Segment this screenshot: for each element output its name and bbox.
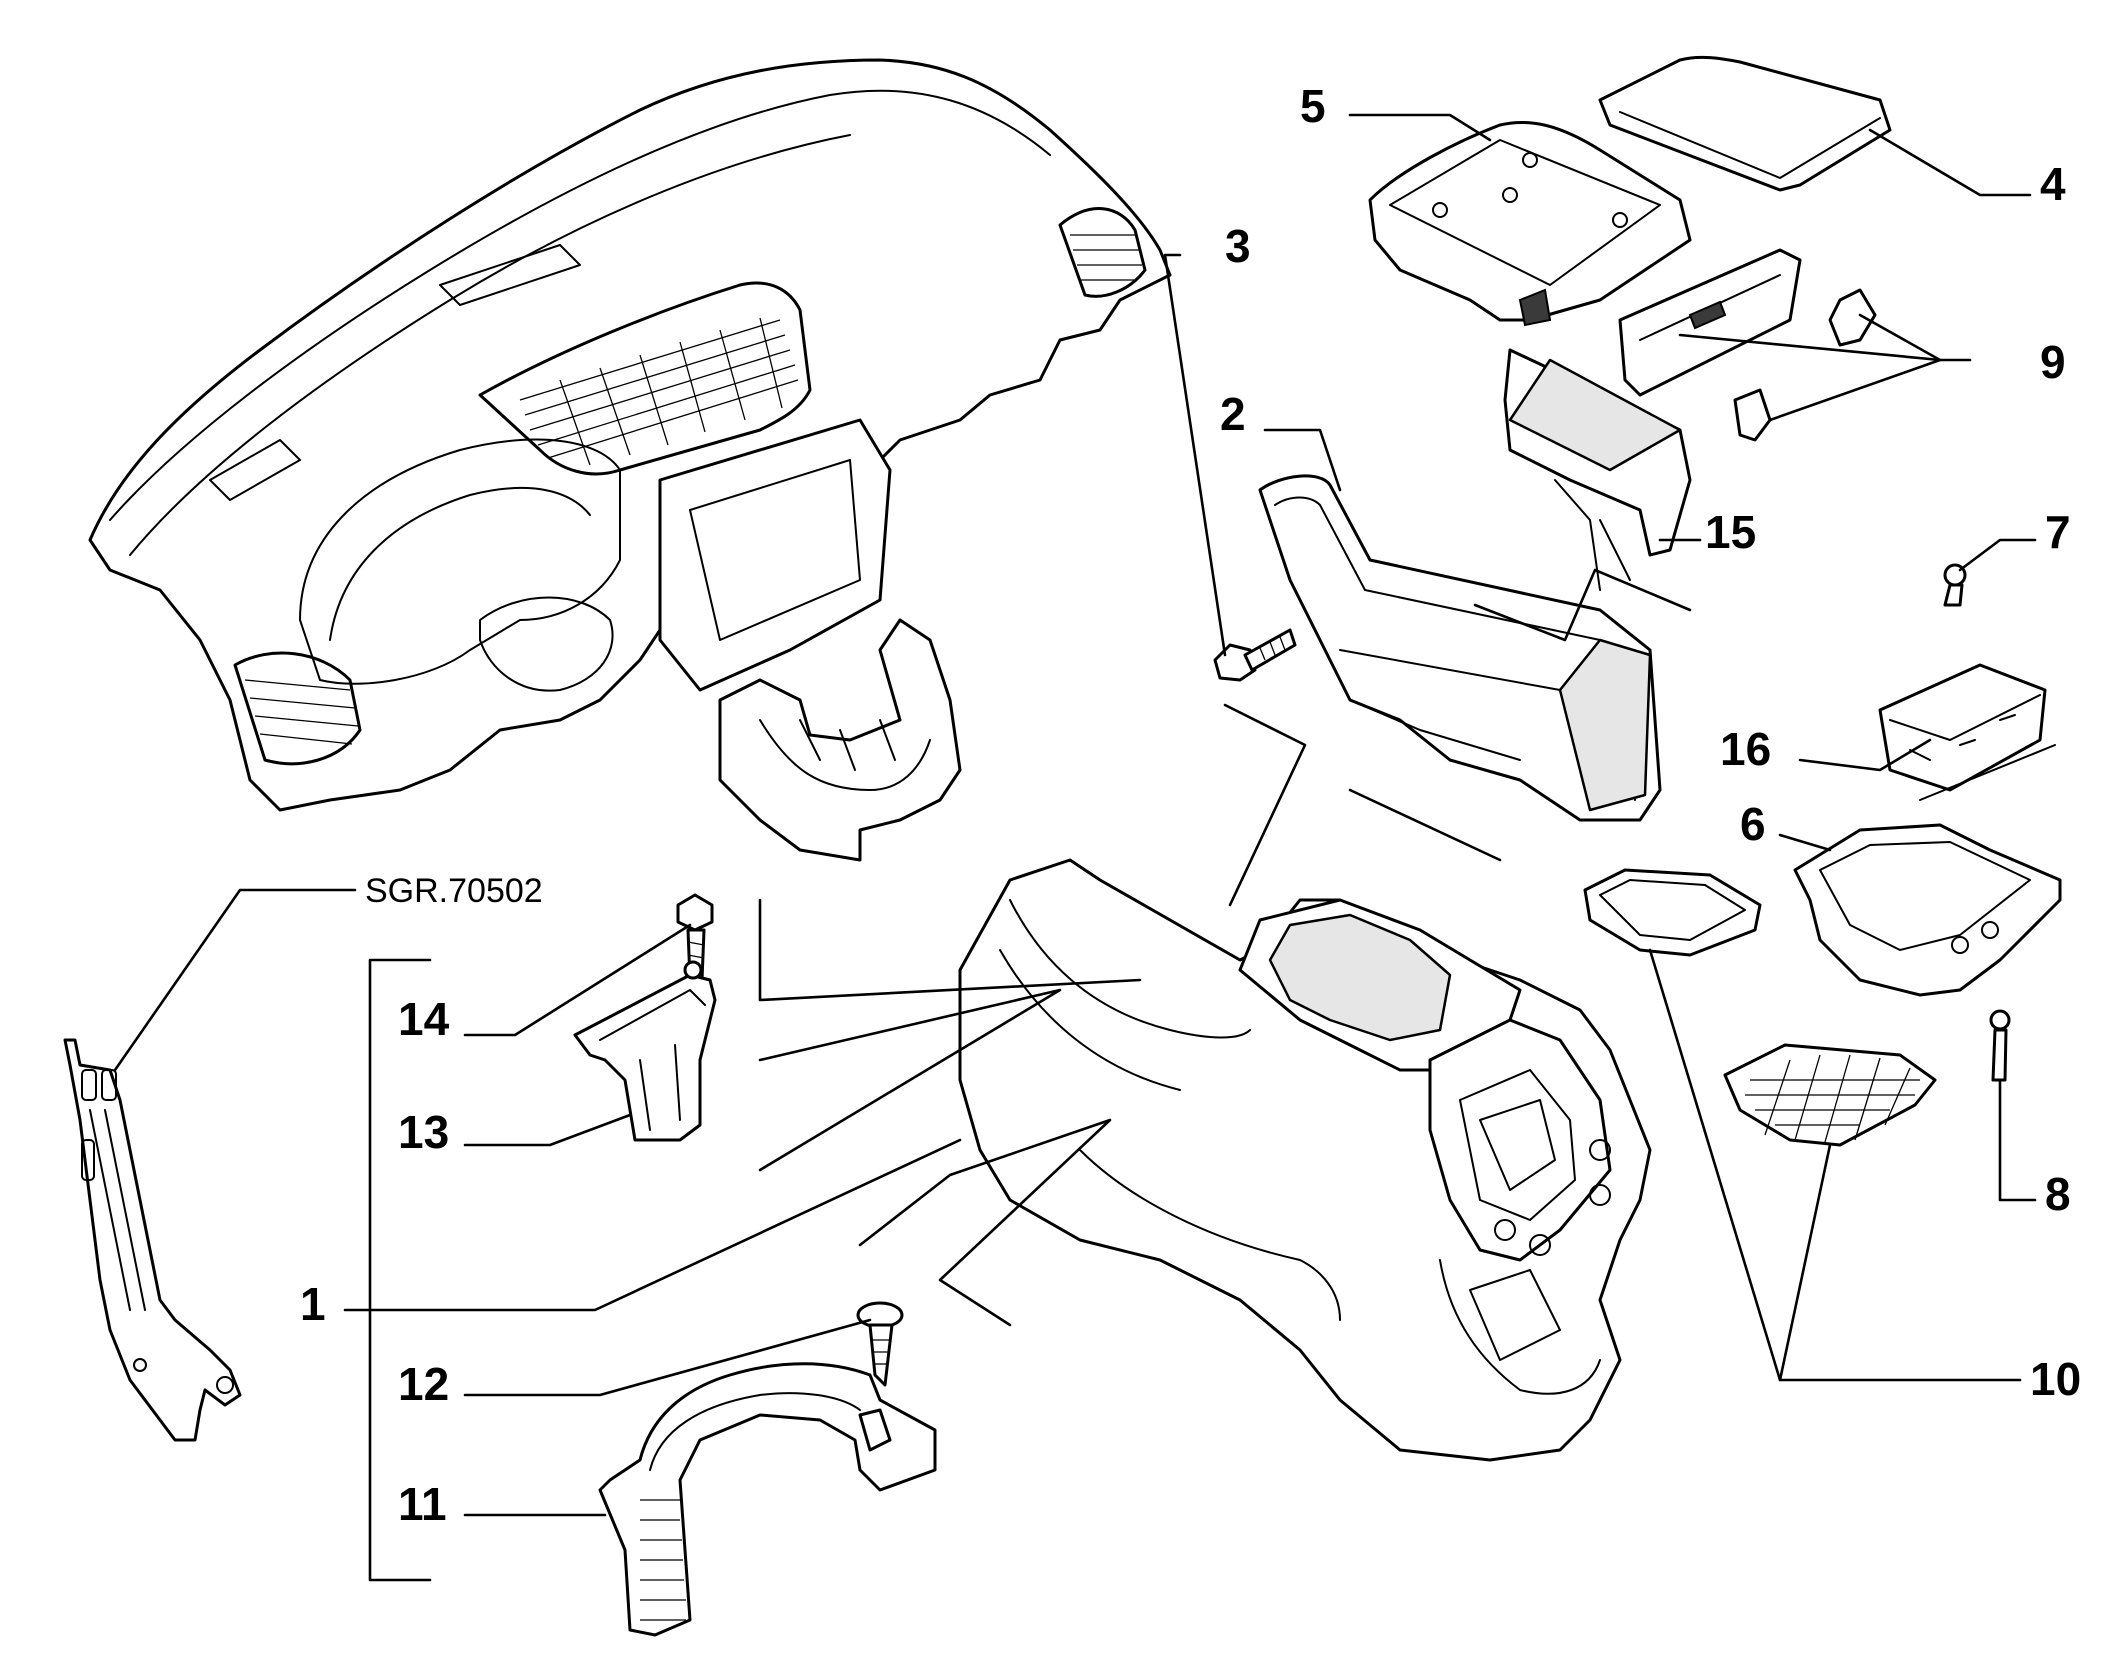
center-console [958, 858, 1652, 1462]
callout-6: 6 [1740, 798, 1766, 850]
hinge-bracket-9 [1618, 248, 1877, 442]
callout-11: 11 [398, 1478, 447, 1530]
callout-15: 15 [1705, 506, 1756, 558]
callout-7: 7 [2045, 506, 2071, 558]
center-tunnel-bracket [718, 618, 962, 862]
rubber-mat-10 [1723, 1043, 1937, 1147]
callout-3: 3 [1225, 220, 1251, 272]
callout-2: 2 [1220, 388, 1246, 440]
callout-12: 12 [398, 1358, 449, 1410]
callout-8: 8 [2045, 1168, 2071, 1220]
screw-8 [1989, 1009, 2011, 1082]
callout-4: 4 [2040, 158, 2066, 210]
bracket-16 [1878, 663, 2056, 801]
channel-11 [598, 1362, 937, 1637]
dashboard-panel [88, 58, 1172, 812]
armrest-lid-5 [1368, 120, 1692, 327]
armrest-pad-4 [1598, 55, 1892, 192]
leader-lines [113, 113, 2037, 1582]
callout-16: 16 [1720, 723, 1771, 775]
reference-sgr: SGR.70502 [365, 872, 543, 910]
cover-15 [1503, 348, 1692, 591]
screw-3 [1213, 628, 1297, 682]
callout-14: 14 [398, 993, 450, 1045]
screw-7 [1943, 563, 1967, 607]
screw-12 [856, 1301, 904, 1387]
callout-13: 13 [398, 1106, 449, 1158]
callout-5: 5 [1300, 80, 1326, 132]
bracket-13 [573, 960, 717, 1142]
support-bracket [63, 1038, 242, 1442]
armrest-storage-bin [1258, 474, 1662, 822]
ashtray-6 [1793, 823, 2062, 997]
callout-9: 9 [2040, 336, 2066, 388]
callout-labels: 5 4 3 9 2 15 7 16 6 SGR.70502 14 13 8 1 … [300, 80, 2081, 1530]
callout-1: 1 [300, 1278, 326, 1330]
tray-cover-10 [1583, 868, 1762, 957]
callout-10: 10 [2030, 1353, 2081, 1405]
